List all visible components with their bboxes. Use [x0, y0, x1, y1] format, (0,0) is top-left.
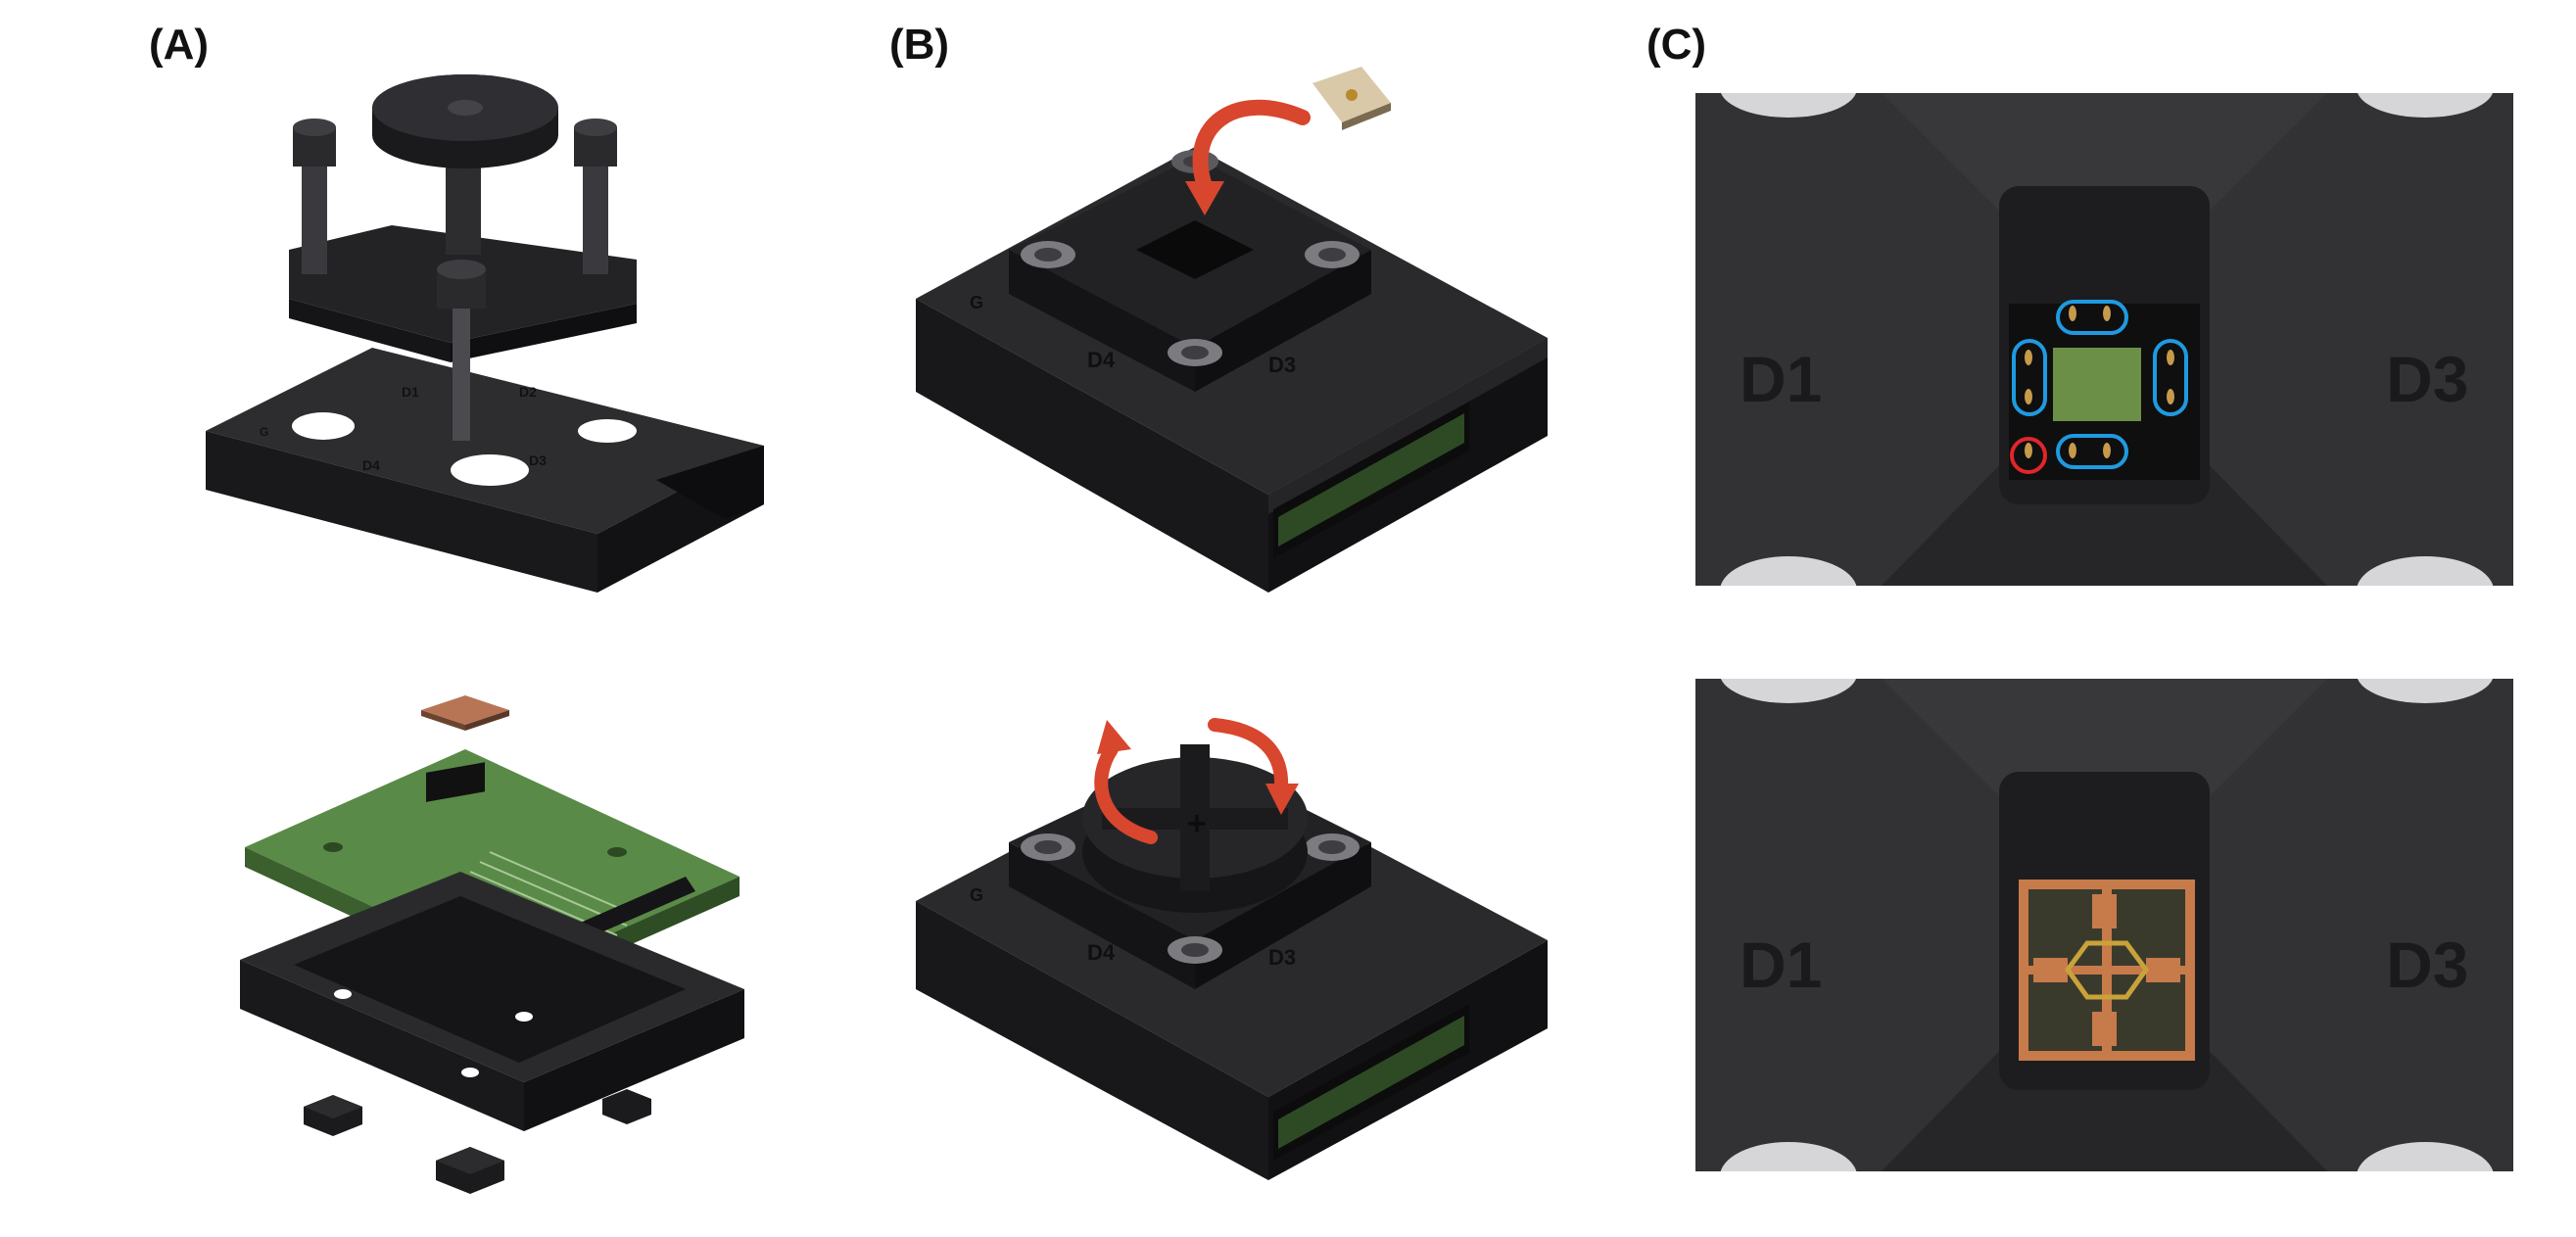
hex-socket-screw-icon: [1168, 339, 1222, 366]
engraving-d2: D2: [519, 384, 537, 400]
engraving-g: G: [970, 293, 983, 312]
svg-text:+: +: [1187, 805, 1207, 842]
engraving-d3: D3: [529, 452, 547, 468]
highlight-right-pins: [2153, 339, 2188, 416]
engraving-d1: D1: [1740, 928, 1822, 1001]
panel-label-a: (A): [149, 21, 210, 69]
top-knob: [372, 74, 558, 255]
engraving-d4: D4: [1087, 940, 1116, 965]
highlight-top-pins: [2056, 300, 2128, 335]
chip-die: [421, 695, 509, 731]
hex-nut-bottom: [436, 1147, 504, 1194]
top-knob: +: [1082, 744, 1308, 913]
engraving-d1: D1: [402, 384, 419, 400]
hex-nut-right: [602, 1089, 651, 1124]
closeup-chip-photo: D1 D3: [1695, 679, 2513, 1171]
hex-socket-screw-icon: [1305, 833, 1360, 861]
hex-socket-screw-icon: [1305, 241, 1360, 268]
screw-center: [437, 260, 486, 441]
panel-label-c: (C): [1646, 21, 1707, 69]
screw-right: [574, 119, 617, 274]
curved-arrow-icon: [1094, 720, 1158, 844]
curved-arrow-icon: [1208, 718, 1299, 815]
hex-socket-screw-icon: [1021, 833, 1075, 861]
highlight-ground-pin: [2010, 437, 2047, 474]
engraving-d3: D3: [2386, 928, 2468, 1001]
closeup-pins-photo: D1 D3: [1695, 93, 2513, 586]
assembled-holder-knob: G D4 D3 +: [916, 718, 1548, 1180]
assembled-holder-insert: G D4 D3: [916, 67, 1548, 593]
engraving-d3: D3: [1268, 353, 1296, 377]
exploded-holder-top: D1 D2 D4 D3 G: [206, 74, 764, 593]
highlight-left-pins: [2012, 339, 2047, 416]
bottom-housing: [240, 872, 744, 1131]
engraving-d4: D4: [362, 457, 380, 473]
hex-nut-left: [304, 1095, 362, 1136]
exploded-pcb-stack: [240, 695, 744, 1194]
chip-die: [2019, 880, 2195, 1061]
highlight-bottom-pins: [2056, 434, 2128, 469]
engraving-d4: D4: [1087, 348, 1116, 372]
engraving-d3: D3: [1268, 945, 1296, 970]
hex-socket-screw-icon: [1168, 936, 1222, 964]
chip-die: [1312, 67, 1391, 130]
curved-arrow-icon: [1185, 99, 1311, 215]
engraving-g: G: [970, 885, 983, 905]
engraving-g: G: [260, 425, 268, 439]
hex-socket-screw-icon: [1021, 241, 1075, 268]
engraving-d3: D3: [2386, 343, 2468, 415]
screw-left: [293, 119, 336, 274]
holder-base-frame: D1 D2 D4 D3 G: [206, 348, 764, 593]
engraving-d1: D1: [1740, 343, 1822, 415]
clamp-cross: [1009, 157, 1371, 392]
panel-label-b: (B): [889, 21, 950, 69]
